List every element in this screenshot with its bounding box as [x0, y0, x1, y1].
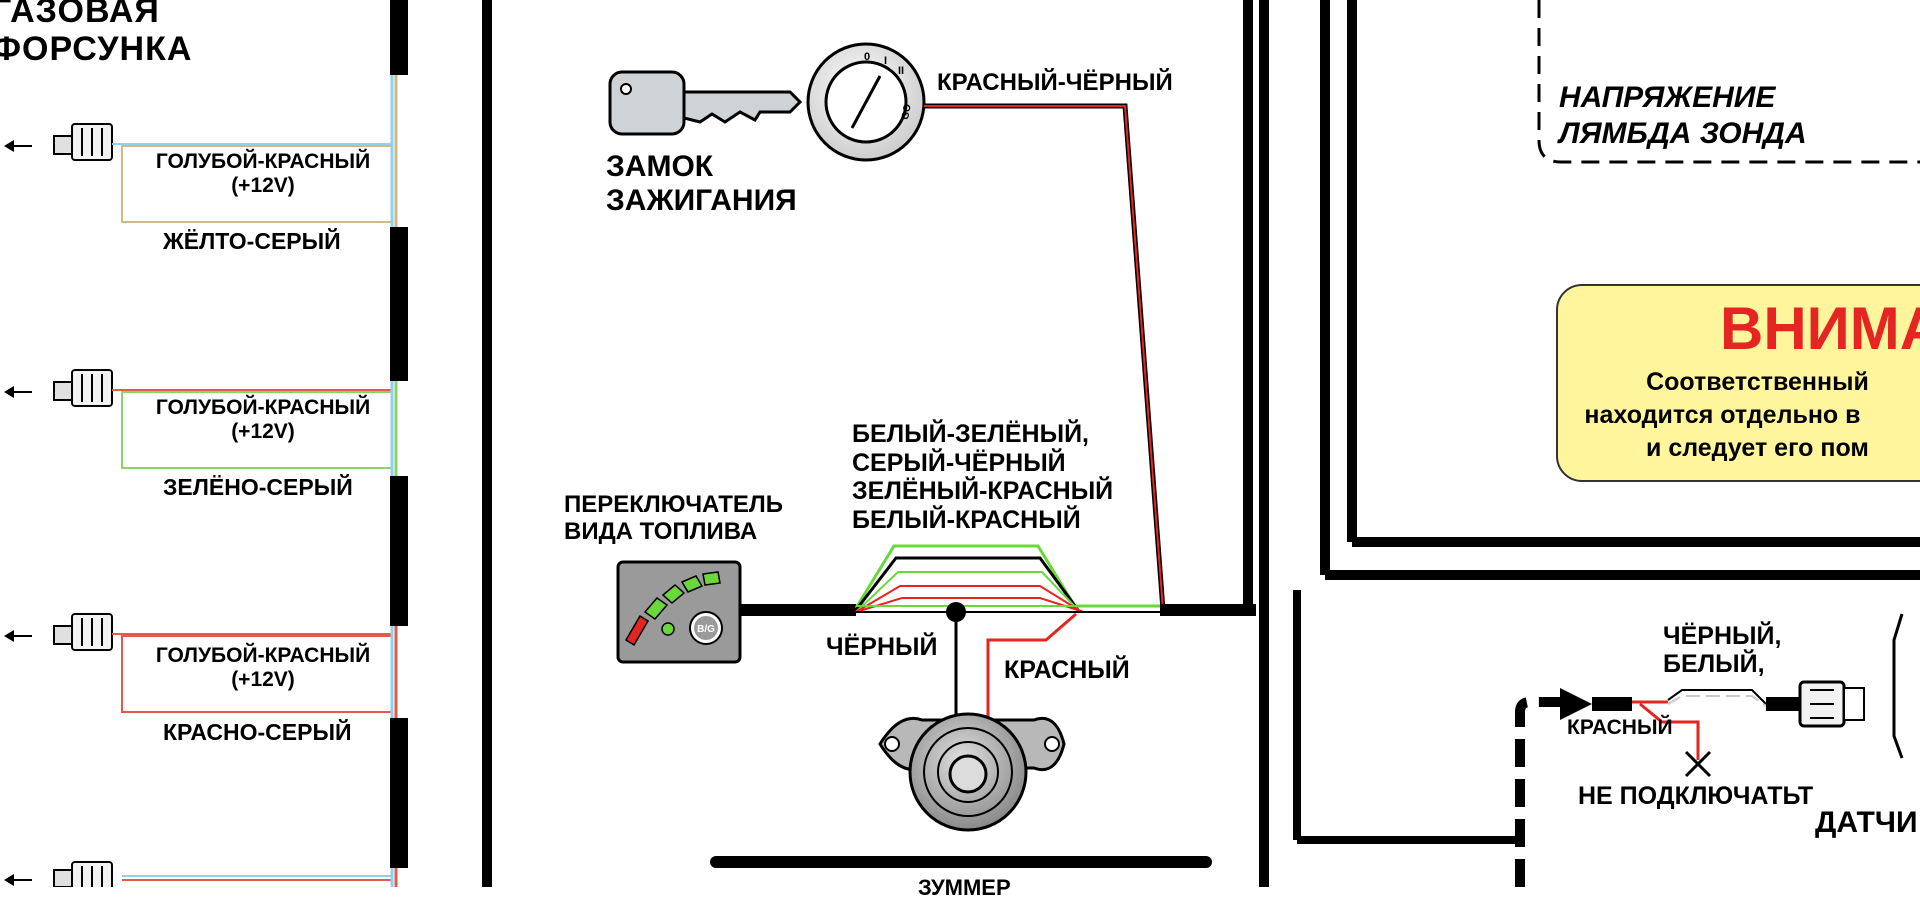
ignition-lock-icon: 0 I II GO [806, 42, 926, 162]
injector-signal-label-3: КРАСНО-СЕРЫЙ [163, 719, 352, 745]
injector-wire-label-1: ГОЛУБОЙ-КРАСНЫЙ (+12V) [143, 150, 383, 197]
injector-connector-2 [4, 369, 398, 476]
sensor-wires-line2: БЕЛЫЙ, [1663, 650, 1765, 678]
fuel-switch-icon: B/G [616, 560, 742, 664]
injector-title-line1: ГАЗОВАЯ [0, 0, 160, 30]
fuel-switch-label: ПЕРЕКЛЮЧАТЕЛЬ ВИДА ТОПЛИВА [564, 491, 783, 546]
switch-harness [736, 544, 1256, 720]
switch-wires-label: БЕЛЫЙ-ЗЕЛЁНЫЙ, СЕРЫЙ-ЧЁРНЫЙ ЗЕЛЁНЫЙ-КРАС… [852, 420, 1113, 534]
plug-icon [53, 369, 113, 407]
injector-wire-label-2: ГОЛУБОЙ-КРАСНЫЙ (+12V) [143, 396, 383, 443]
injector-connector-3 [4, 613, 398, 718]
injector-connector-4 [4, 861, 398, 887]
injector-connector-1 [4, 75, 398, 227]
injector-signal-label-2: ЗЕЛЁНО-СЕРЫЙ [163, 474, 353, 500]
warning-line3: и следует его пом [1646, 434, 1869, 462]
wire-color-text: ГОЛУБОЙ-КРАСНЫЙ [155, 150, 371, 173]
plug-icon [53, 613, 113, 651]
fuel-switch-label-line1: ПЕРЕКЛЮЧАТЕЛЬ [564, 491, 783, 518]
sensor-wiring [1515, 613, 1904, 887]
buzzer-label: ЗУММЕР [918, 875, 1011, 900]
ignition-wire [924, 103, 1166, 611]
sensor-wires-label: ЧЁРНЫЙ, БЕЛЫЙ, [1663, 622, 1781, 678]
ignition-pos-2: II [898, 65, 904, 77]
fuel-switch-label-line2: ВИДА ТОПЛИВА [564, 517, 758, 545]
warning-line2: находится отдельно в [1584, 401, 1861, 429]
lambda-label-line2: ЛЯМБДА ЗОНДА [1559, 117, 1807, 150]
wire-voltage-text: (+12V) [231, 173, 295, 197]
wire-color-text: ГОЛУБОЙ-КРАСНЫЙ [155, 396, 371, 419]
sensor-wires-line1: ЧЁРНЫЙ, [1663, 622, 1782, 650]
switch-wire-line2: СЕРЫЙ-ЧЁРНЫЙ [852, 448, 1066, 477]
plug-icon [53, 123, 113, 161]
ignition-label-line1: ЗАМОК [606, 150, 714, 183]
wire-voltage-text: (+12V) [231, 667, 295, 691]
plug-icon [53, 861, 113, 887]
injector-wire-label-3: ГОЛУБОЙ-КРАСНЫЙ (+12V) [143, 644, 383, 691]
warning-text: Соответственный находится отдельно в и с… [1584, 366, 1869, 465]
black-wire-label: ЧЁРНЫЙ [826, 633, 938, 661]
ignition-label: ЗАМОК ЗАЖИГАНИЯ [606, 150, 797, 217]
switch-wire-line3: ЗЕЛЁНЫЙ-КРАСНЫЙ [852, 477, 1114, 505]
buzzer-icon [710, 712, 1212, 868]
switch-wire-line4: БЕЛЫЙ-КРАСНЫЙ [852, 505, 1081, 534]
ignition-pos-3: GO [900, 103, 914, 120]
injector-title: ГАЗОВАЯ ФОРСУНКА [0, 0, 192, 68]
ignition-pos-0: 0 [864, 51, 870, 63]
ignition-label-line2: ЗАЖИГАНИЯ [606, 183, 797, 217]
sensor-red-label: КРАСНЫЙ [1567, 716, 1673, 739]
ignition-wire-label: КРАСНЫЙ-ЧЁРНЫЙ [937, 69, 1173, 96]
fuel-switch-button-text: B/G [697, 624, 715, 635]
right-frame [1293, 0, 1920, 844]
arrow-right-icon [1560, 688, 1592, 720]
lambda-label-line1: НАПРЯЖЕНИЕ [1559, 81, 1776, 114]
sensor-plug-icon [1798, 613, 1904, 759]
injector-title-line2: ФОРСУНКА [0, 30, 193, 69]
warning-title: ВНИМА [1720, 295, 1920, 362]
warning-box: ВНИМА Соответственный находится отдельно… [1556, 284, 1920, 482]
red-wire-label: КРАСНЫЙ [1004, 656, 1130, 684]
key-icon [608, 70, 803, 136]
warning-line1: Соответственный [1646, 368, 1869, 396]
lambda-label: НАПРЯЖЕНИЕ ЛЯМБДА ЗОНДА [1559, 80, 1807, 152]
middle-frame [482, 0, 1269, 887]
ignition-pos-1: I [884, 55, 887, 67]
injector-signal-label-1: ЖЁЛТО-СЕРЫЙ [163, 228, 341, 254]
wire-color-text: ГОЛУБОЙ-КРАСНЫЙ [155, 644, 371, 667]
switch-wire-line1: БЕЛЫЙ-ЗЕЛЁНЫЙ, [852, 420, 1089, 448]
wire-voltage-text: (+12V) [231, 419, 295, 443]
lambda-dashed-box [1537, 0, 1920, 164]
no-connect-label: НЕ ПОДКЛЮЧАТЬТ [1578, 782, 1814, 810]
injector-bus [386, 0, 411, 887]
sensor-title: ДАТЧИ [1815, 806, 1918, 839]
